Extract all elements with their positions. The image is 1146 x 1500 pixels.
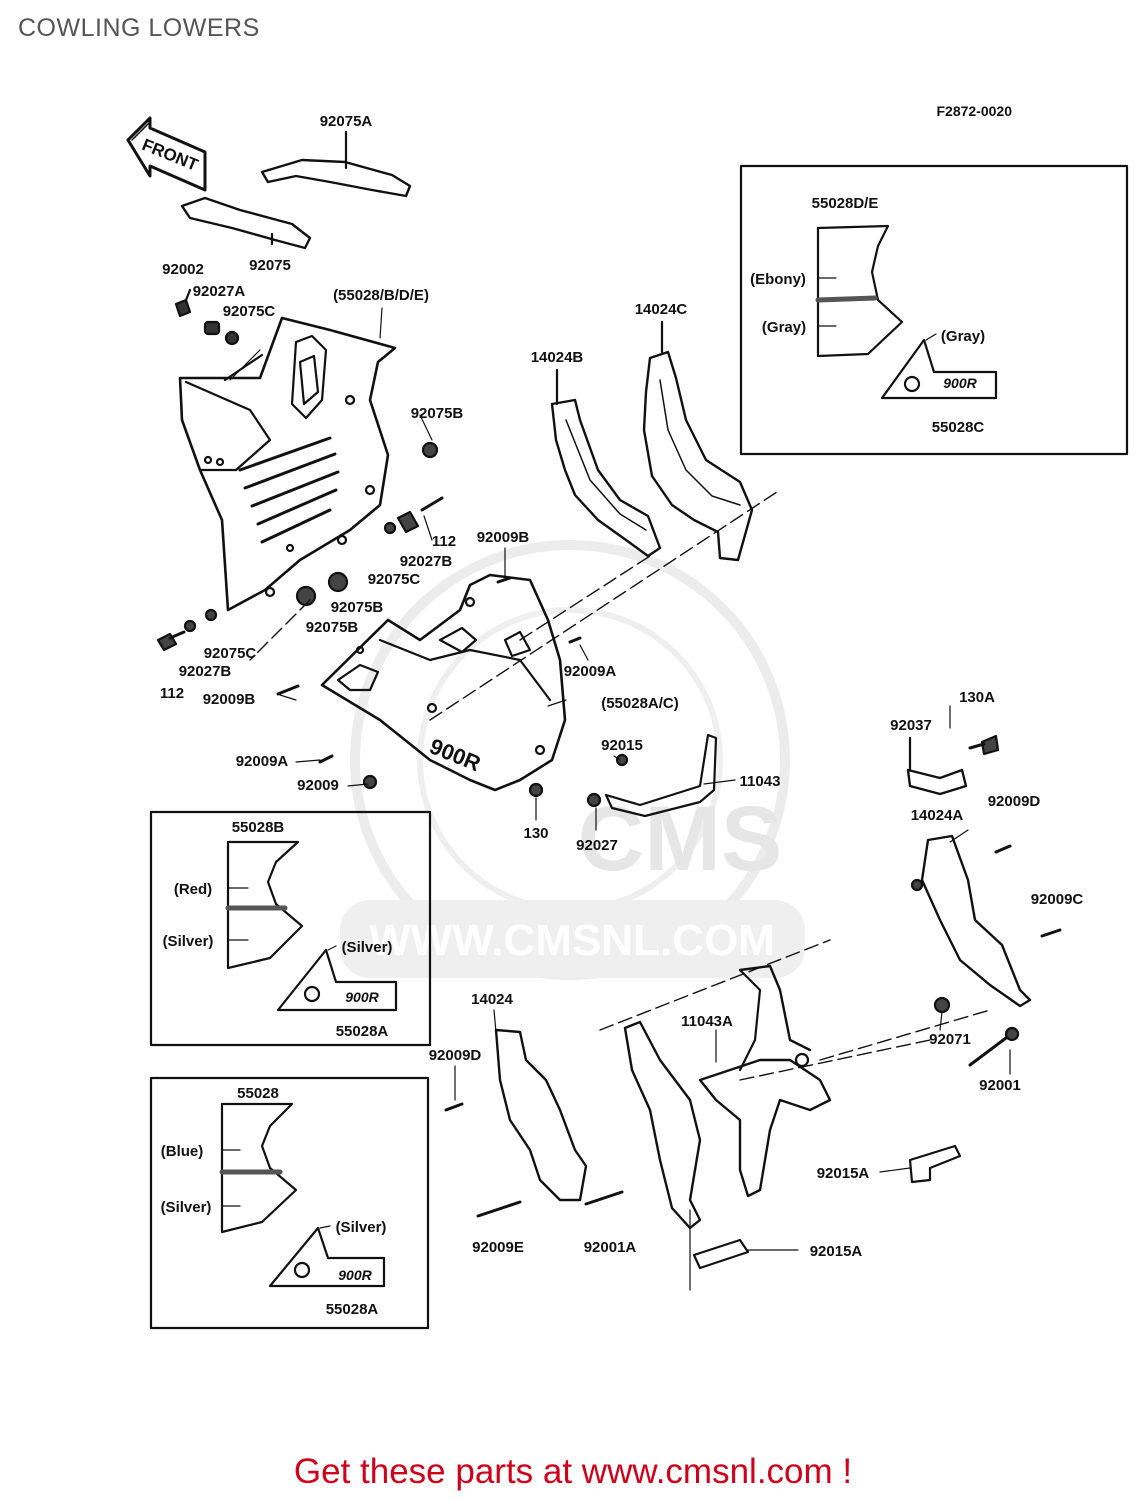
heat-shield-14024C	[642, 350, 754, 562]
label-112-a: 112	[432, 533, 456, 550]
label-92075C-b: 92075C	[368, 571, 421, 588]
inset-top-decal-part: 55028C	[932, 419, 985, 436]
inset-mid: 55028B (Red) (Silver) (Silver) 900R 5502…	[163, 819, 393, 1040]
label-14024A: 14024A	[911, 807, 964, 824]
inset-top-frame	[739, 164, 1129, 456]
inset-bot-decal-part: 55028A	[326, 1301, 379, 1318]
inset-mid-part: 55028B	[232, 819, 285, 836]
inset-bot: 55028 (Blue) (Silver) (Silver) 900R 5502…	[161, 1085, 387, 1318]
label-92015A-a: 92015A	[817, 1165, 870, 1182]
label-92009A-b: 92009A	[236, 753, 289, 770]
inset-mid-color2: (Silver)	[163, 933, 214, 950]
label-92027B-a: 92027B	[400, 553, 453, 570]
label-92015A-b: 92015A	[810, 1243, 863, 1260]
inset-mid-color1: (Red)	[174, 881, 212, 898]
label-92037: 92037	[890, 717, 932, 734]
bracket-11043	[604, 733, 718, 818]
label-92001: 92001	[979, 1077, 1021, 1094]
label-92001A: 92001A	[584, 1239, 637, 1256]
inset-mid-decal-color: (Silver)	[342, 939, 393, 956]
label-92009B-b: 92009B	[203, 691, 256, 708]
figure-code: F2872-0020	[936, 103, 1012, 119]
inset-top-panel	[816, 224, 904, 358]
inset-top-decal-color: (Gray)	[941, 328, 985, 345]
inset-mid-frame	[149, 810, 432, 1047]
inset-top-color1: (Ebony)	[750, 271, 806, 288]
side-cowling	[178, 316, 397, 612]
label-14024: 14024	[471, 991, 513, 1008]
heat-shield-14024	[494, 1028, 588, 1202]
label-92009C: 92009C	[1031, 891, 1084, 908]
label-92015: 92015	[601, 737, 643, 754]
label-92075C-c: 92075C	[204, 645, 257, 662]
inset-bot-decal	[268, 1226, 386, 1288]
inset-mid-decal	[276, 948, 398, 1012]
watermark: CMS WWW.CMSNL.COM	[340, 540, 805, 980]
label-14024C: 14024C	[635, 301, 688, 318]
label-14024B: 14024B	[531, 349, 584, 366]
inset-bot-decal-color: (Silver)	[336, 1219, 387, 1236]
label-92075A: 92075A	[320, 113, 373, 130]
label-92009B-a: 92009B	[477, 529, 530, 546]
inset-bot-frame	[149, 1076, 430, 1330]
label-11043: 11043	[740, 773, 781, 790]
clamp-92037	[906, 768, 968, 796]
label-92009E: 92009E	[472, 1239, 524, 1256]
label-92075B-b: 92075B	[331, 599, 384, 616]
cowl-badge: 900R	[426, 733, 484, 776]
heat-shield-14024B	[550, 398, 662, 558]
label-92075: 92075	[249, 257, 291, 274]
watermark-url: WWW.CMSNL.COM	[369, 916, 775, 965]
label-92075B-c: 92075B	[306, 619, 359, 636]
bracket-92075	[180, 196, 312, 250]
label-92009D-b: 92009D	[429, 1047, 482, 1064]
heat-shield-14024A	[920, 834, 1032, 1008]
label-11043A: 11043A	[681, 1013, 733, 1030]
label-92075C-a: 92075C	[223, 303, 276, 320]
inset-bot-decal-text: 900R	[338, 1267, 372, 1283]
part-labels: 92075A 92075 92002 92027A 92075C (55028/…	[160, 113, 1084, 1260]
page-title: COWLING LOWERS	[18, 14, 260, 42]
inset-mid-decal-part: 55028A	[336, 1023, 389, 1040]
inset-top-color2: (Gray)	[762, 319, 806, 336]
bracket-92075A	[260, 158, 412, 198]
footer-promo-link[interactable]: Get these parts at www.cmsnl.com !	[293, 1452, 853, 1491]
label-55028-B-D-E: (55028/B/D/E)	[333, 287, 429, 304]
lower-frame-11043A	[623, 964, 832, 1230]
label-92009: 92009	[297, 777, 339, 794]
label-92027: 92027	[576, 837, 618, 854]
inset-bot-color1: (Blue)	[161, 1143, 204, 1160]
watermark-logo: CMS	[578, 788, 782, 890]
inset-top-decal-text: 900R	[943, 375, 977, 391]
inset-bot-color2: (Silver)	[161, 1199, 212, 1216]
label-92075B-a: 92075B	[411, 405, 464, 422]
label-92009D-a: 92009D	[988, 793, 1041, 810]
label-130A: 130A	[959, 689, 995, 706]
front-arrow-icon	[126, 116, 207, 192]
label-92071: 92071	[929, 1031, 971, 1048]
inset-mid-panel	[226, 840, 304, 970]
inset-top: 55028D/E (Ebony) (Gray) (Gray) 900R 5502…	[750, 195, 985, 436]
label-112-b: 112	[160, 685, 184, 702]
label-92009A-a: 92009A	[564, 663, 617, 680]
label-92002: 92002	[162, 261, 204, 278]
label-92027B-b: 92027B	[179, 663, 232, 680]
inset-bot-part: 55028	[237, 1085, 279, 1102]
inset-top-decal	[880, 338, 998, 400]
label-130: 130	[523, 825, 548, 842]
inset-bot-panel	[220, 1102, 298, 1234]
inset-top-part: 55028D/E	[812, 195, 879, 212]
label-92027A: 92027A	[193, 283, 246, 300]
inset-mid-decal-text: 900R	[345, 989, 379, 1005]
label-55028A-C: (55028A/C)	[601, 695, 679, 712]
